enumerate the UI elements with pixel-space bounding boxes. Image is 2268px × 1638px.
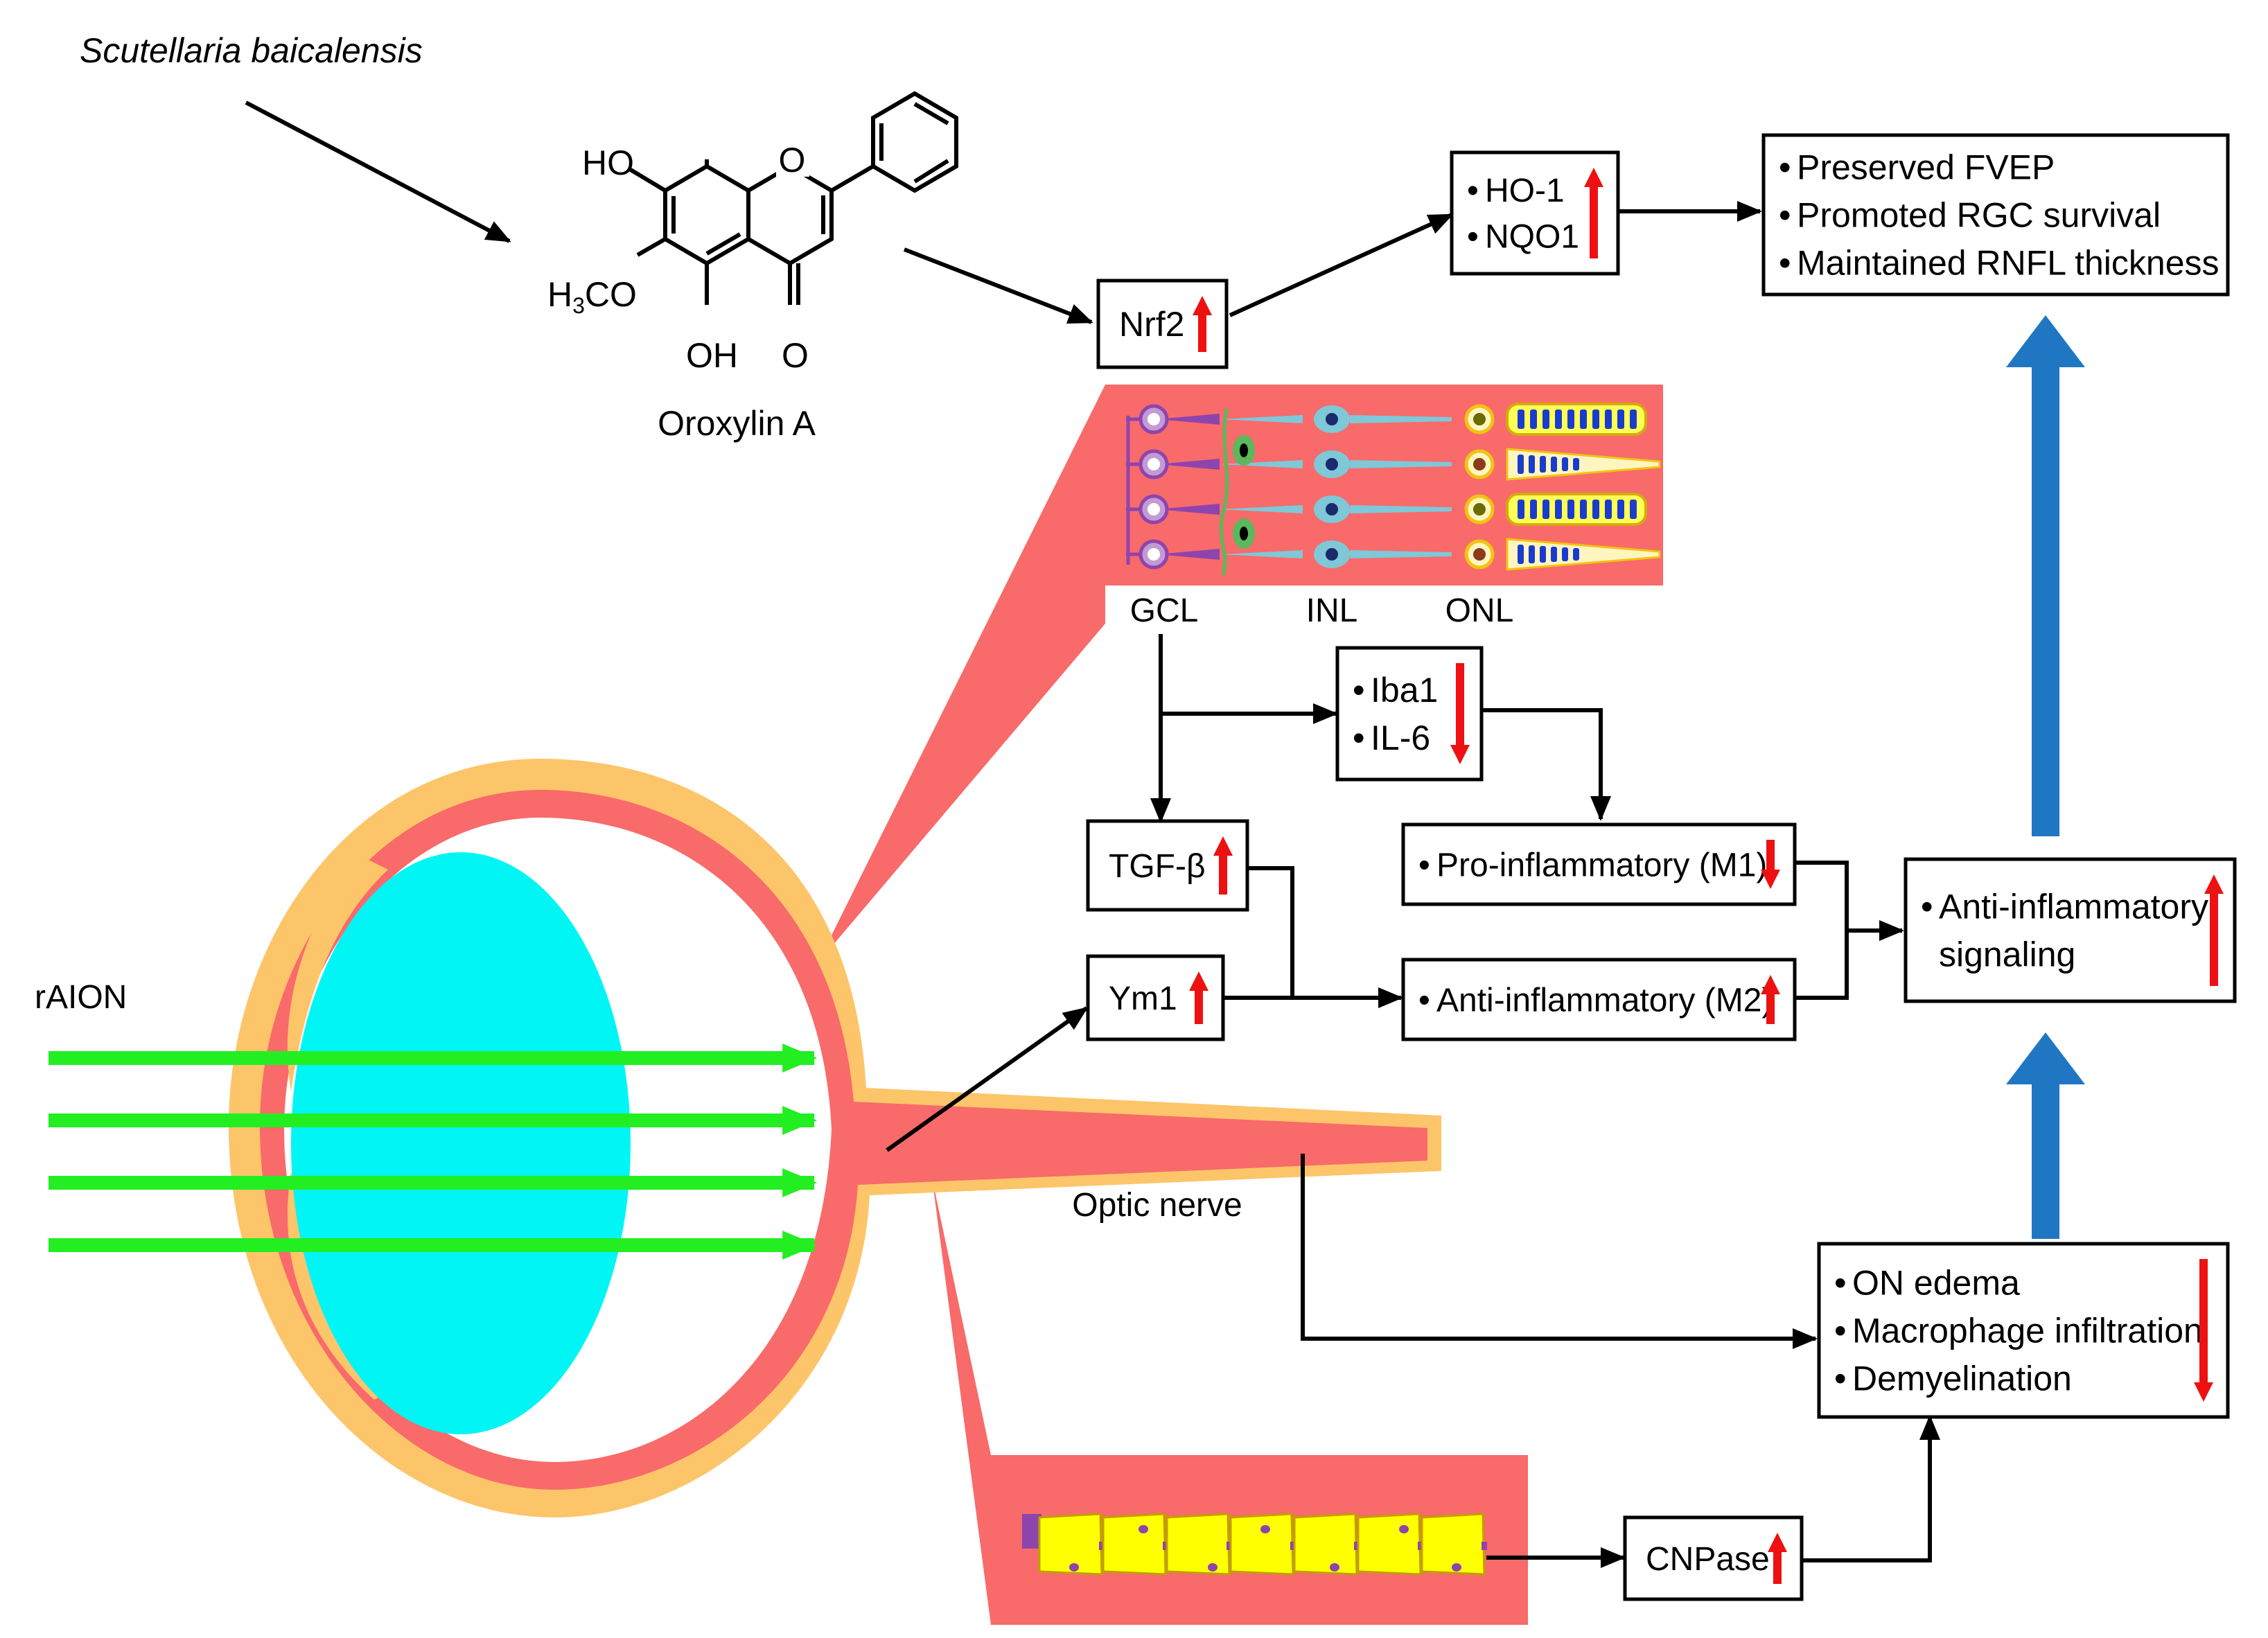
decrease-arrow-icon bbox=[2194, 1259, 2213, 1402]
plant-to-compound-arrow bbox=[245, 100, 511, 243]
increase-arrow-icon bbox=[1213, 836, 1233, 895]
compound-to-nrf2-arrow bbox=[903, 247, 1093, 324]
atom-h3co: H3CO bbox=[547, 275, 637, 318]
atom-h3co-subscript: 3 bbox=[572, 293, 585, 318]
arrow-nrf2-to-ho1 bbox=[1229, 213, 1454, 317]
box-cnpase: CNPase bbox=[1623, 1515, 1804, 1601]
bullet: • bbox=[1353, 671, 1365, 710]
bullet: • bbox=[1353, 719, 1365, 757]
increase-arrow-icon bbox=[1584, 168, 1603, 258]
increase-arrow-icon bbox=[1761, 975, 1780, 1024]
bullet: • bbox=[1418, 982, 1430, 1019]
big-blue-arrows bbox=[2006, 315, 2085, 1239]
signaling-boxes: Nrf2•HO-1•NQO1•Preserved FVEP•Promoted R… bbox=[1086, 133, 2237, 1601]
bullet: • bbox=[1834, 1359, 1847, 1398]
bullet: • bbox=[1467, 173, 1479, 209]
increase-arrow-icon bbox=[1189, 971, 1208, 1024]
box-line: NQO1 bbox=[1485, 218, 1579, 255]
increase-arrow-icon bbox=[1193, 296, 1212, 352]
box-line: signaling bbox=[1939, 935, 2075, 974]
increase-arrow-icon bbox=[2204, 874, 2224, 986]
atom-oh: OH bbox=[686, 336, 738, 375]
compound-name-label: Oroxylin A bbox=[658, 404, 816, 443]
bullet: • bbox=[1834, 1312, 1847, 1350]
atom-h3co-h: H bbox=[547, 275, 572, 314]
bullet: • bbox=[1779, 148, 1791, 187]
laser-beams bbox=[49, 1043, 818, 1260]
blue-arrow-to-anti-inflammatory bbox=[2006, 1032, 2085, 1239]
line-tgfb-to-m2 bbox=[1247, 866, 1294, 998]
line-m1-to-junction bbox=[1795, 861, 1849, 1000]
optic-nerve-label: Optic nerve bbox=[1072, 1187, 1242, 1224]
source-plant-label: Scutellaria baicalensis bbox=[80, 31, 423, 70]
box-line: Anti-inflammatory (M2) bbox=[1436, 982, 1773, 1019]
box-tgfb: TGF-β bbox=[1086, 819, 1249, 912]
atom-ring-oxygen: O bbox=[779, 141, 806, 179]
box-anti-inflam: •Anti-inflammatory signaling bbox=[1904, 857, 2237, 1003]
box-m2: •Anti-inflammatory (M2) bbox=[1401, 958, 1797, 1041]
box-line: Pro-inflammatory (M1) bbox=[1436, 847, 1767, 883]
optic-nerve-zoom-wedge bbox=[932, 1178, 991, 1625]
retina-cells bbox=[1126, 403, 1661, 576]
eye-illustration bbox=[229, 759, 1441, 1517]
atom-ho: HO bbox=[582, 143, 634, 182]
increase-arrow-icon bbox=[1768, 1533, 1787, 1584]
box-nrf2: Nrf2 bbox=[1096, 279, 1229, 369]
box-line: HO-1 bbox=[1485, 173, 1565, 209]
box-line: Macrophage infiltration bbox=[1852, 1312, 2203, 1350]
retina-zoom-wedge bbox=[818, 385, 1105, 963]
box-line: Nrf2 bbox=[1119, 305, 1184, 344]
box-line: TGF-β bbox=[1109, 848, 1206, 885]
bullet: • bbox=[1779, 244, 1791, 283]
atom-keto-oxygen: O bbox=[782, 336, 809, 375]
myelinated-axon bbox=[1022, 1513, 1487, 1576]
retina-layer-inl: INL bbox=[1306, 592, 1358, 629]
box-iba1-il6: •Iba1•IL-6 bbox=[1335, 646, 1484, 782]
retina-layer-onl: ONL bbox=[1445, 592, 1514, 629]
box-line: Iba1 bbox=[1371, 671, 1438, 710]
bullet: • bbox=[1921, 888, 1933, 926]
blue-arrow-to-outcomes bbox=[2006, 315, 2085, 836]
arrow-optic-nerve-to-on-edema bbox=[1301, 1154, 1818, 1349]
arrow-iba1-to-m1 bbox=[1482, 708, 1611, 821]
box-on-edema: •ON edema•Macrophage infiltration•Demyel… bbox=[1817, 1242, 2230, 1419]
bullet: • bbox=[1779, 196, 1791, 235]
bullet: • bbox=[1834, 1264, 1847, 1303]
box-line: Demyelination bbox=[1852, 1359, 2072, 1398]
box-line: IL-6 bbox=[1371, 719, 1430, 757]
bullet: • bbox=[1418, 847, 1430, 883]
box-ho1-nqo1: •HO-1•NQO1 bbox=[1450, 150, 1620, 276]
bullet: • bbox=[1467, 218, 1479, 255]
arrow-cnpase-to-on-edema bbox=[1802, 1415, 1940, 1562]
box-line: Promoted RGC survival bbox=[1797, 196, 2161, 235]
decrease-arrow-icon bbox=[1450, 663, 1470, 764]
box-ym1: Ym1 bbox=[1086, 954, 1225, 1041]
decrease-arrow-icon bbox=[1761, 840, 1780, 889]
input-label-raion: rAION bbox=[35, 979, 127, 1016]
atom-h3co-co: CO bbox=[585, 275, 637, 314]
retina-layer-gcl: GCL bbox=[1130, 592, 1199, 629]
connector-arrows bbox=[886, 201, 1940, 1568]
box-line: Maintained RNFL thickness bbox=[1797, 244, 2219, 283]
box-line: Preserved FVEP bbox=[1797, 148, 2055, 187]
box-line: Ym1 bbox=[1109, 980, 1177, 1017]
box-outcomes: •Preserved FVEP•Promoted RGC survival•Ma… bbox=[1761, 133, 2230, 297]
box-line: ON edema bbox=[1852, 1264, 2020, 1303]
box-line: CNPase bbox=[1646, 1541, 1770, 1578]
arrow-optic-disc-to-ym1 bbox=[886, 1006, 1089, 1152]
box-line: Anti-inflammatory bbox=[1939, 888, 2208, 926]
oroxylin-a-structure bbox=[629, 91, 958, 305]
box-m1: •Pro-inflammatory (M1) bbox=[1401, 822, 1797, 906]
